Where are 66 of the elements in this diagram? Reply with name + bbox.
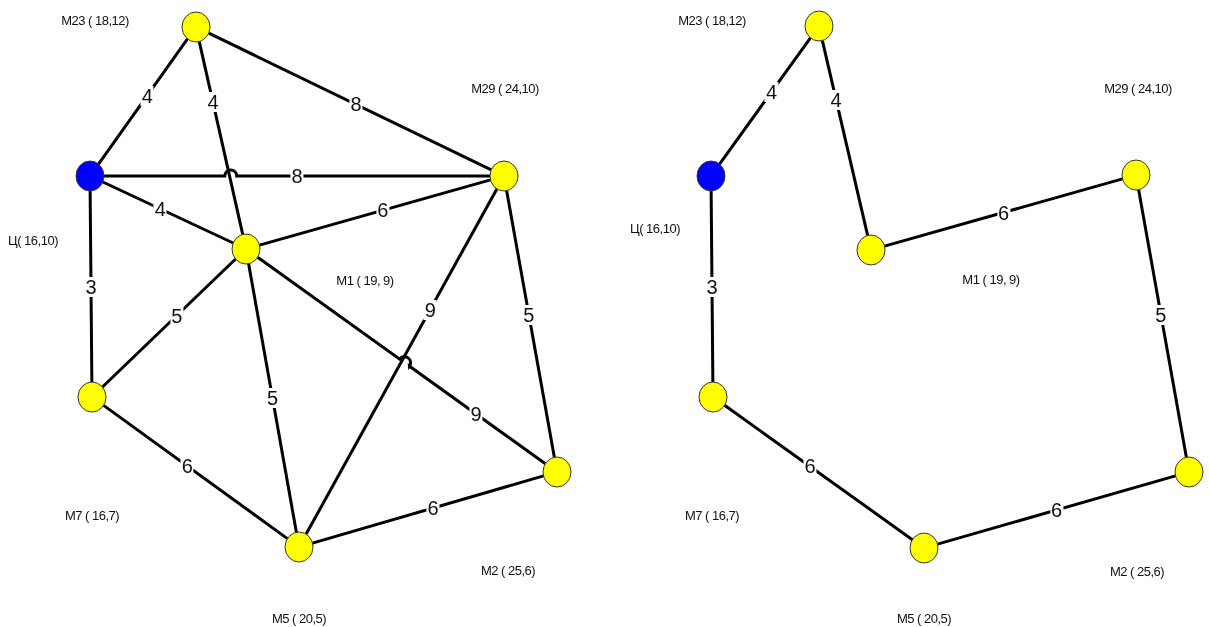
edge-label: 3: [84, 276, 98, 297]
edge-label: 6: [1049, 500, 1064, 520]
edge-label: 5: [265, 388, 280, 408]
connector-line: [937, 474, 1176, 546]
point-label: M5 ( 20,5): [271, 610, 327, 626]
connector-line: [709, 191, 715, 382]
edge-label: 5: [1154, 304, 1168, 325]
edge-label: 6: [426, 498, 440, 518]
connector-line: [88, 191, 94, 382]
vertex-circle: [856, 234, 886, 266]
vertex-circle: [1174, 456, 1204, 488]
connector-line: [1137, 189, 1188, 458]
connector-line: [884, 177, 1123, 248]
connector-line: [101, 257, 237, 389]
connector-line: [312, 474, 544, 545]
vertex-circle: [804, 10, 834, 42]
connector-line: [97, 38, 189, 165]
point-label: M1 ( 19, 9): [336, 272, 394, 288]
vertex-circle: [77, 381, 107, 413]
edge-label: 4: [206, 92, 220, 113]
edge-label: 4: [140, 85, 154, 106]
point-label: M7 ( 16,7): [64, 507, 120, 523]
connector-line: [102, 180, 234, 245]
point-label: M5 ( 20,5): [896, 610, 952, 626]
edge-label: 5: [170, 305, 184, 326]
connector-line: [304, 188, 499, 535]
vertex-circle: [698, 381, 728, 413]
connector-line: [259, 178, 491, 247]
connector-line: [104, 168, 490, 178]
connector-line: [208, 31, 492, 172]
vertex-circle: [284, 531, 314, 563]
point-label: M7 ( 16,7): [684, 507, 740, 523]
point-label: M2 ( 25,6): [1109, 563, 1165, 579]
edge-label: 9: [423, 299, 437, 320]
connector-line: [256, 256, 547, 465]
point-label: M23 ( 18,12): [678, 12, 746, 28]
vertex-circle: [231, 233, 261, 265]
edge-label: 8: [290, 166, 304, 186]
edge-label: 3: [705, 276, 719, 297]
vertex-circle: [75, 160, 105, 192]
point-label: M29 ( 24,10): [471, 80, 539, 96]
point-label: M2 ( 25,6): [480, 562, 536, 578]
edge-label: 6: [803, 456, 817, 477]
connector-line: [197, 41, 245, 235]
point-label: M29 ( 24,10): [1104, 80, 1172, 96]
edge-label: 4: [764, 82, 779, 102]
edge-label: 9: [469, 404, 483, 424]
connector-line: [102, 404, 289, 540]
vertex-circle: [696, 160, 726, 192]
vertex-circle: [1121, 159, 1151, 191]
connector-line: [247, 263, 298, 533]
point-label: M23 ( 18,12): [61, 12, 129, 28]
point-label: M1 ( 19, 9): [962, 271, 1020, 287]
connector-line: [820, 40, 870, 236]
connector-line: [723, 404, 914, 541]
edge-label: 4: [829, 89, 843, 110]
vertex-circle: [489, 160, 519, 192]
point-label: Ц( 16,10): [630, 220, 680, 236]
connector-line: [718, 37, 812, 165]
connector-line: [505, 190, 556, 458]
point-label: Ц( 16,10): [8, 232, 58, 248]
vertex-circle: [181, 11, 211, 43]
edge-label: 5: [522, 305, 536, 326]
edge-label: 6: [180, 456, 194, 476]
vertex-circle: [909, 532, 939, 564]
vertex-circle: [542, 456, 572, 488]
